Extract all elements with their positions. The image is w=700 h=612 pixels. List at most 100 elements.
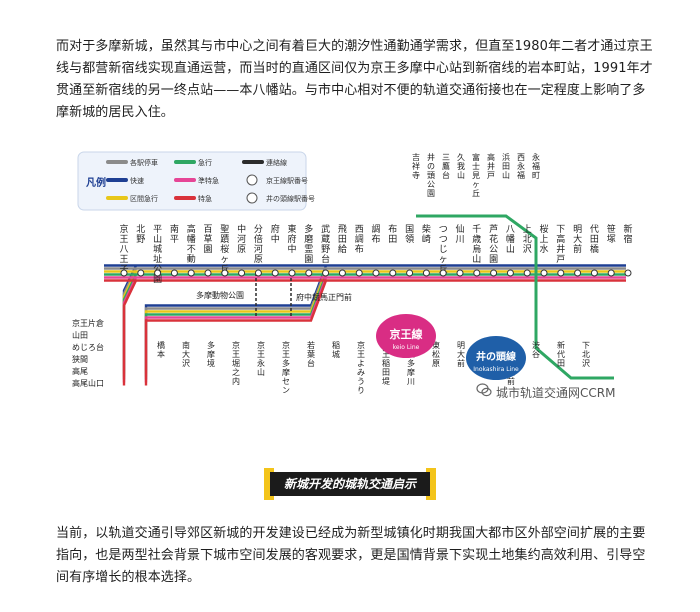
station-top-char: 百 xyxy=(203,224,212,235)
station-bottom-char: 多 xyxy=(282,358,290,368)
station-bottom: 東松原 xyxy=(432,340,440,368)
station-left: 高尾山口 xyxy=(72,378,104,388)
station-top-char: 蹟 xyxy=(220,233,229,245)
station-inokashira-char: 公 xyxy=(427,180,435,189)
station-bottom-char: 堀 xyxy=(232,359,240,368)
station-inokashira-char: 祥 xyxy=(412,161,420,171)
station-top-char: 花 xyxy=(489,233,498,245)
station-bottom-char: 城 xyxy=(332,350,340,359)
station-bottom-char: 永 xyxy=(257,358,265,368)
station-dot xyxy=(170,269,178,277)
station-inokashira-char: 丘 xyxy=(472,189,480,198)
station-top-char: 平 xyxy=(170,234,179,245)
station-bottom-char: 大 xyxy=(457,349,465,359)
station-top-char: 台 xyxy=(321,253,330,265)
station-dot xyxy=(456,269,464,277)
station-inokashira-char: 三 xyxy=(442,153,450,162)
station-top: 新宿 xyxy=(623,223,632,245)
station-bottom-char: 若 xyxy=(307,340,315,350)
station-top-char: 仙 xyxy=(455,223,464,235)
inokashira-line-label-en: Inokashira Line xyxy=(473,366,519,373)
station-top-char: 王 xyxy=(119,234,128,245)
station-top-char: 府 xyxy=(287,233,296,245)
legend-label: 快速 xyxy=(130,176,144,185)
inokashira-line-badge xyxy=(466,336,526,380)
legend-label: 区間急行 xyxy=(130,194,158,203)
station-dot xyxy=(490,269,498,277)
station-top-char: 桜 xyxy=(220,243,229,255)
station-top-char: 新 xyxy=(623,223,632,235)
route-map-svg: 凡例各駅停車急行連絡線快速準特急京王線駅番号区間急行特急井の頭線駅番号 京王八王… xyxy=(66,148,638,433)
station-inokashira-char: 永 xyxy=(532,152,540,162)
station-dot xyxy=(540,269,548,277)
station-inokashira-char: 福 xyxy=(532,162,540,171)
station-top-char: 前 xyxy=(573,243,582,255)
station-top: 東府中 xyxy=(287,223,296,255)
legend-label: 京王線駅番号 xyxy=(266,176,308,185)
station-bottom-char: 葉 xyxy=(307,349,315,359)
takao-branch-line xyxy=(122,279,138,386)
station-top-char: 調 xyxy=(371,223,380,235)
keio-line-label: 京王線 xyxy=(390,327,423,341)
station-bottom-char: 台 xyxy=(307,358,315,368)
station-top-char: 山 xyxy=(153,234,162,245)
station-top: 聖蹟桜ヶ丘 xyxy=(220,224,229,275)
station-top-char: 八 xyxy=(506,225,515,235)
station-dot xyxy=(120,269,128,277)
station-dot xyxy=(238,269,246,277)
station-inokashira-char: 永 xyxy=(517,161,525,171)
station-top-char: 動 xyxy=(187,254,196,265)
station-bottom-char: 下 xyxy=(582,341,590,350)
station-top-char: 野 xyxy=(136,234,145,245)
branch-label: 多摩動物公園 xyxy=(196,290,244,300)
station-bottom-char: 王 xyxy=(257,350,265,359)
station-bottom-char: 原 xyxy=(432,359,440,368)
station-bottom: 下北沢 xyxy=(582,341,590,368)
station-left: 高尾 xyxy=(72,366,88,376)
keio-line-label-en: keio Line xyxy=(393,344,420,351)
station-top-char: 代 xyxy=(590,224,599,235)
route-lines xyxy=(104,214,626,386)
station-top: 明大前 xyxy=(573,224,582,255)
station-bottom-char: 王 xyxy=(382,350,390,359)
station-top-char: 明 xyxy=(573,224,582,235)
station-top: 八幡山 xyxy=(506,225,515,255)
station-bottom-char: 稲 xyxy=(382,358,390,368)
station-dot xyxy=(506,269,514,277)
station-bottom-char: 多 xyxy=(207,340,215,350)
station-top-char: 幡 xyxy=(187,233,196,245)
station-bottom-char: 之 xyxy=(232,367,240,377)
intro-paragraph: 而对于多摩新城，虽然其与市中心之间有着巨大的潮汐性通勤通学需求，但直至1980年… xyxy=(56,39,653,120)
station-top-char: 高 xyxy=(556,233,565,245)
legend-label: 準特急 xyxy=(198,176,219,185)
station-bottom: 若葉台 xyxy=(307,340,315,368)
station-top-char: 京 xyxy=(119,223,128,235)
station-dot xyxy=(406,269,414,277)
legend-title: 凡例 xyxy=(86,176,106,189)
station-inokashira: 永福町 xyxy=(532,152,540,180)
station-bottom-char: 稲 xyxy=(332,340,340,350)
station-top-char: 霊 xyxy=(304,244,313,255)
station-bottom-char: 京 xyxy=(257,340,265,350)
legend-label: 急行 xyxy=(198,158,212,167)
station-bottom-char: 南 xyxy=(182,340,190,350)
station-top-char: 野 xyxy=(321,244,330,255)
station-top-char: 城 xyxy=(153,244,162,255)
station-inokashira-char: 福 xyxy=(517,171,525,180)
station-dot xyxy=(624,269,632,277)
station-top-char: 烏 xyxy=(472,243,481,255)
station-top-char: 平 xyxy=(153,224,162,235)
station-top-char: 北 xyxy=(136,224,145,235)
station-top: 布田 xyxy=(388,223,397,245)
station-top-char: 磨 xyxy=(304,234,313,245)
station-dot xyxy=(288,269,296,277)
station-top-char: 王 xyxy=(119,254,128,265)
station-bottom: 明大前 xyxy=(457,341,465,368)
station-bottom-char: 摩 xyxy=(407,367,415,377)
